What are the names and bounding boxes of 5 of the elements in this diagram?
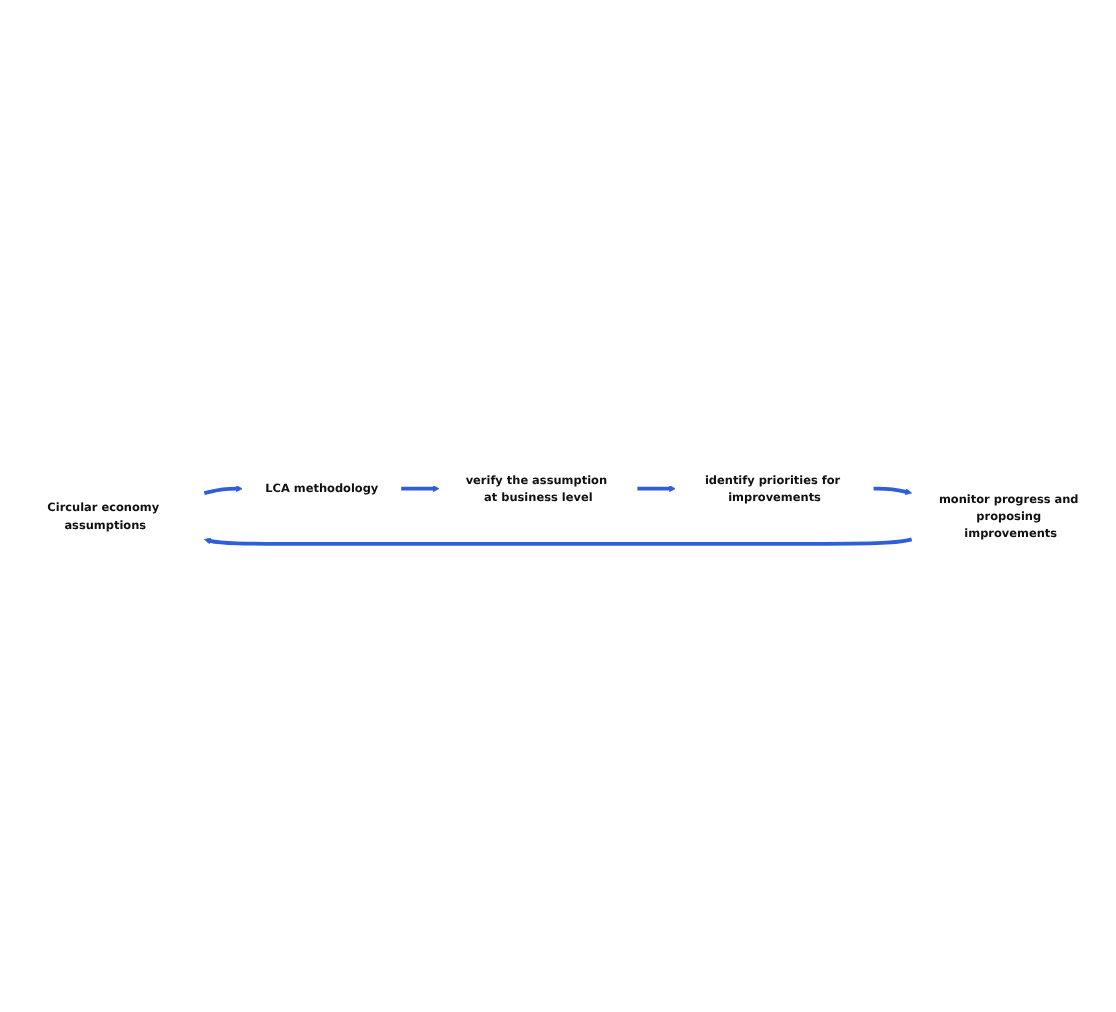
arrow [637, 484, 676, 492]
arrow [401, 484, 440, 492]
arrow [204, 536, 913, 546]
arrow [203, 484, 243, 495]
arrow [873, 486, 912, 495]
